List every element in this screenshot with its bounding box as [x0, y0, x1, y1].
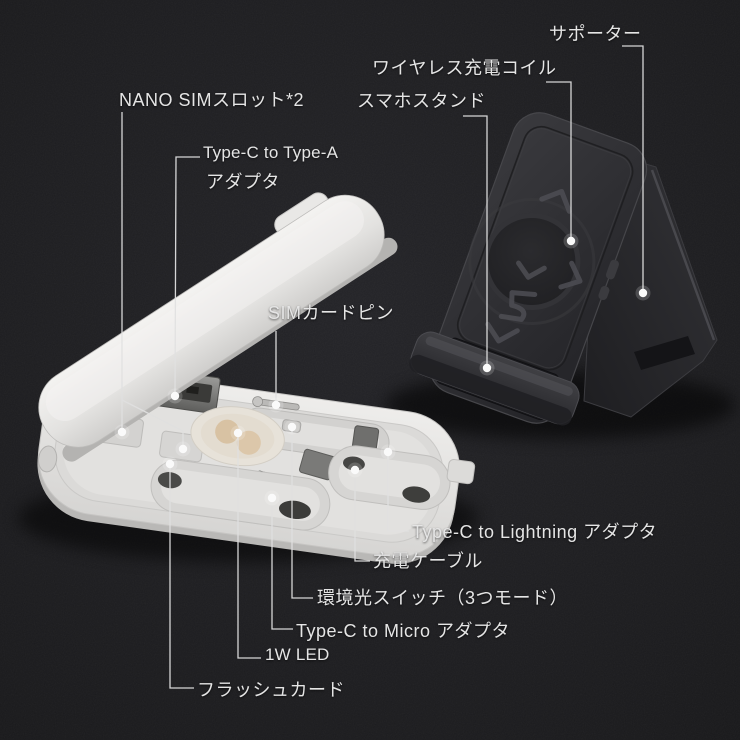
leader-line-phone-stand — [463, 115, 488, 366]
dot-sim-pin — [268, 397, 284, 413]
dot-charging-cable — [347, 462, 363, 478]
dot-typec-micro — [264, 490, 280, 506]
label-typec-to-lightning: Type-C to Lightning アダプタ — [412, 522, 658, 542]
label-phone-stand: スマホスタンド — [357, 91, 486, 111]
label-charging-cable: 充電ケーブル — [373, 551, 483, 571]
side-button — [598, 286, 610, 301]
dot-nano-sim-2 — [175, 441, 191, 457]
label-typec-to-micro: Type-C to Micro アダプタ — [296, 621, 511, 641]
dot-supporter — [635, 285, 651, 301]
label-wireless-coil: ワイヤレス充電コイル — [372, 58, 557, 78]
wireless-coil-disc — [468, 188, 596, 344]
leader-line-typec-lightning — [387, 454, 409, 532]
label-supporter: サポーター — [549, 24, 642, 44]
leader-line-charging-cable — [354, 472, 370, 562]
dot-flash-card — [162, 456, 178, 472]
label-1w-led: 1W LED — [265, 645, 330, 664]
leader-line-typec-typea — [174, 156, 200, 395]
leader-line-supporter — [622, 45, 644, 291]
dot-ambient-switch — [284, 419, 300, 435]
cable-loop-left — [150, 459, 331, 531]
cable-loop-right — [328, 445, 451, 510]
stand-tray — [409, 331, 580, 426]
case-lid — [38, 192, 398, 462]
dot-typec-typea — [167, 388, 183, 404]
label-typec-to-typea-line2: アダプタ — [206, 172, 280, 192]
cable-card-case — [37, 192, 476, 564]
phone-stand-device — [409, 112, 718, 426]
side-tab — [446, 459, 476, 485]
leader-line-wireless-coil — [546, 81, 572, 240]
side-button — [605, 259, 619, 280]
leader-line-nano-sim-2 — [121, 399, 184, 447]
label-typec-to-typea-line1: Type-C to Type-A — [203, 143, 339, 162]
leader-line-led — [237, 435, 261, 659]
leader-lines — [121, 45, 644, 689]
dot-nano-sim-1 — [114, 424, 130, 440]
kickstand-clip — [634, 336, 695, 370]
dot-phone-stand — [479, 360, 495, 376]
anchor-dots — [114, 233, 651, 506]
leader-line-ambient-switch — [291, 429, 313, 599]
dot-wireless-coil — [563, 233, 579, 249]
label-flash-card: フラッシュカード — [197, 680, 345, 700]
alignment-chevron-icons — [485, 188, 583, 344]
label-nano-sim-slot: NANO SIMスロット*2 — [119, 90, 305, 110]
leader-line-typec-micro — [271, 500, 293, 630]
dot-typec-lightning — [380, 444, 396, 460]
hinge — [38, 445, 58, 473]
label-ambient-light-switch: 環境光スイッチ（3つモード） — [317, 588, 569, 608]
case-base — [37, 368, 476, 564]
dot-led — [230, 425, 246, 441]
label-sim-card-pin: SIMカードピン — [268, 303, 395, 323]
leader-line-flash-card — [169, 466, 194, 689]
